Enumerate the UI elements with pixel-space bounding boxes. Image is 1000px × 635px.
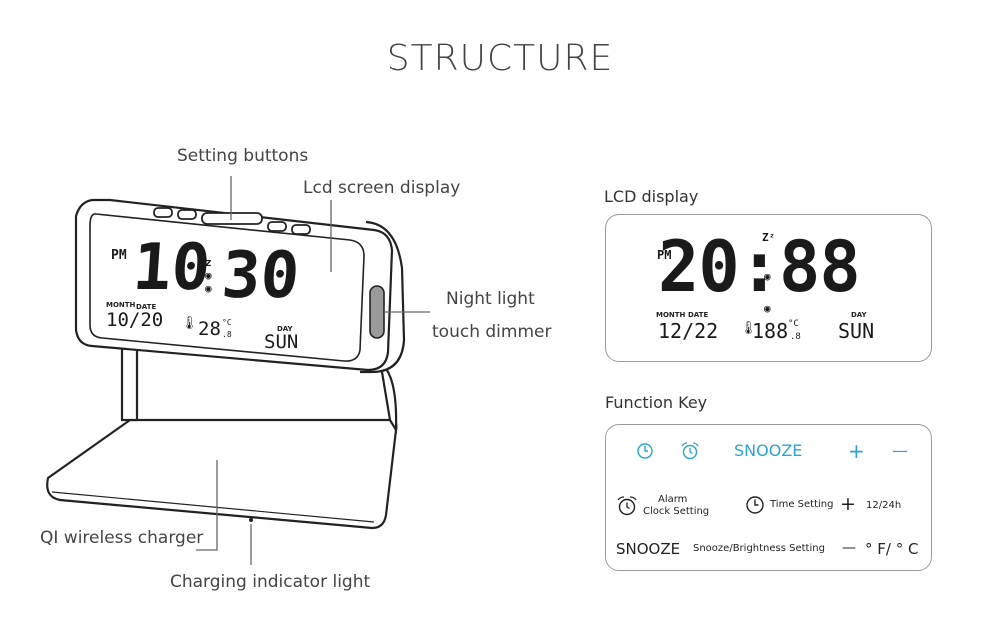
clock-day-label: DAY bbox=[277, 325, 293, 333]
clock-temp-decimal: .8 bbox=[222, 330, 232, 339]
clock-thermometer-icon: 🌡 bbox=[181, 316, 198, 331]
clock-head bbox=[74, 198, 394, 372]
lcd-zz: Zᶻ bbox=[762, 231, 776, 244]
top-buttons bbox=[153, 207, 311, 235]
lcd-temp-unit: °C bbox=[788, 319, 799, 329]
night-light bbox=[369, 285, 385, 339]
lcd-panel-label: LCD display bbox=[604, 187, 699, 206]
clock-time-hours: 10 bbox=[130, 231, 213, 305]
lcd-thermometer-icon: 🌡 bbox=[740, 321, 757, 336]
callout-lcd-screen: Lcd screen display bbox=[303, 178, 461, 198]
function-key-label: Function Key bbox=[605, 393, 708, 412]
clock-alarm-icons: z◉◉ bbox=[205, 256, 212, 295]
alarm-setting-line1: Alarm bbox=[658, 494, 688, 505]
minus-key-accent[interactable]: — bbox=[892, 441, 908, 460]
clock-month-label: MONTH bbox=[106, 301, 136, 309]
plus-text: 12/24h bbox=[866, 500, 902, 511]
alarm-clock-icon[interactable] bbox=[680, 441, 700, 461]
clock-icon[interactable] bbox=[636, 442, 654, 460]
lcd-temp-decimal: .8 bbox=[790, 332, 801, 342]
snooze-key-accent[interactable]: SNOOZE bbox=[734, 441, 803, 460]
charging-indicator-dot bbox=[249, 518, 253, 522]
minus-text: ° F/ ° C bbox=[865, 540, 919, 558]
lcd-panel: PM Zᶻ ◉◉ 20:88 MONTH DATE 12/22 🌡 188 °C… bbox=[605, 214, 932, 362]
alarm-setting-line2: Clock Setting bbox=[643, 506, 710, 517]
clock-temperature: 28 bbox=[198, 318, 221, 340]
lcd-time: 20:88 bbox=[658, 226, 861, 308]
lcd-month-label: MONTH bbox=[656, 311, 686, 319]
callout-setting-buttons: Setting buttons bbox=[177, 146, 309, 166]
leader-lines bbox=[196, 176, 430, 565]
lcd-alarm-icons: ◉◉ bbox=[764, 270, 771, 315]
time-setting-text: Time Setting bbox=[770, 499, 834, 510]
alarm-setting-icon bbox=[617, 496, 637, 516]
snooze-legend: SNOOZE bbox=[616, 540, 681, 558]
clock-time-minutes: 30 bbox=[219, 239, 302, 313]
function-key-panel: SNOOZE + — Alarm Clock Setting Time Sett… bbox=[605, 424, 932, 571]
callout-touch-dimmer: touch dimmer bbox=[432, 322, 552, 342]
lcd-day: SUN bbox=[838, 319, 875, 343]
lcd-day-label: DAY bbox=[851, 311, 867, 319]
clock-day: SUN bbox=[264, 331, 299, 353]
minus-symbol: — bbox=[842, 540, 856, 556]
clock-pm: PM bbox=[111, 248, 127, 263]
time-setting-icon bbox=[746, 496, 764, 514]
plus-key-accent[interactable]: + bbox=[848, 439, 865, 463]
clock-date-label: DATE bbox=[136, 303, 157, 311]
charger-base bbox=[46, 418, 398, 530]
clock-temp-unit: °C bbox=[222, 318, 232, 327]
page-title: STRUCTURE bbox=[386, 38, 614, 79]
lcd-date-label: DATE bbox=[688, 311, 709, 319]
lcd-date: 12/22 bbox=[658, 319, 719, 343]
plus-symbol: + bbox=[840, 493, 856, 515]
lcd-pm: PM bbox=[657, 248, 672, 262]
clock-date: 10/20 bbox=[106, 309, 164, 331]
snooze-description: Snooze/Brightness Setting bbox=[693, 543, 825, 554]
callout-charging-light: Charging indicator light bbox=[170, 572, 371, 592]
callout-night-light: Night light bbox=[446, 289, 535, 309]
callout-qi-charger: QI wireless charger bbox=[40, 528, 204, 548]
lcd-temperature: 188 bbox=[752, 319, 789, 343]
